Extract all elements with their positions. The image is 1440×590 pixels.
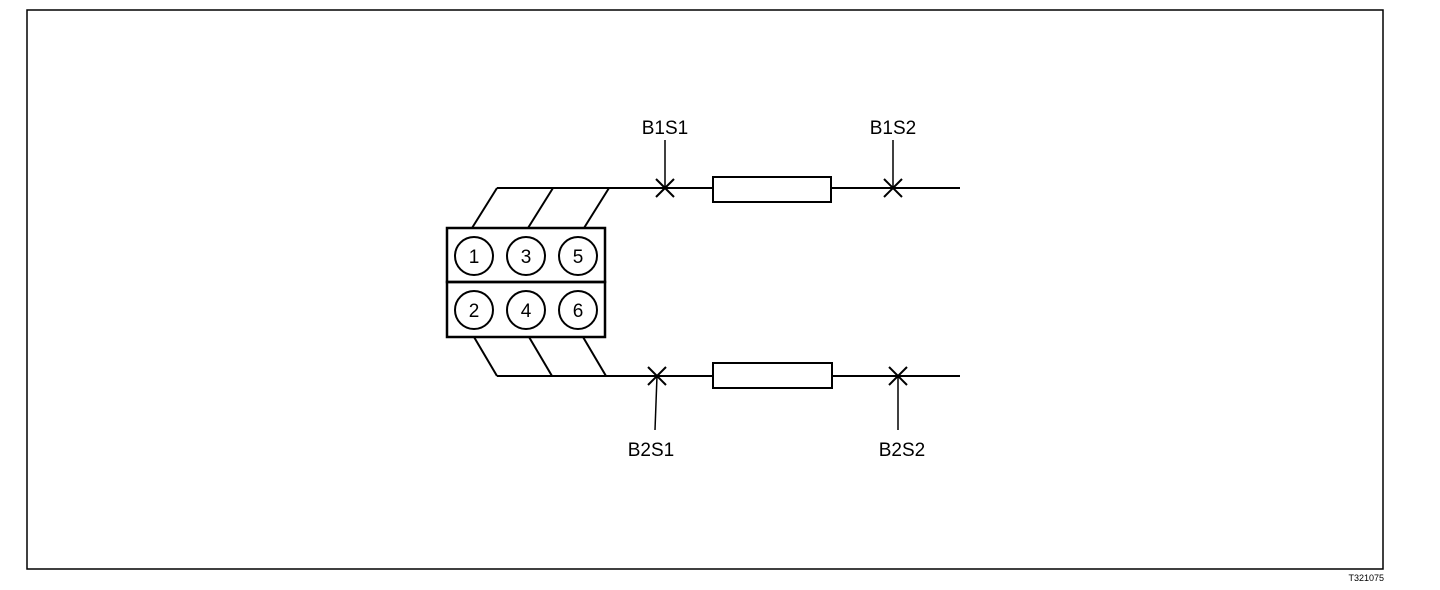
sensor-b1s2-label: B1S2: [870, 118, 916, 139]
sensor-b2s2: B2S2: [879, 366, 925, 461]
sensor-b2s1: B2S1: [628, 366, 674, 461]
sensor-b1s1: B1S1: [642, 118, 688, 198]
engine-block: 1 3 5 2 4 6: [445, 226, 607, 339]
cylinder-5: 5: [558, 236, 598, 276]
sensor-b2s1-label: B2S1: [628, 440, 674, 461]
sensor-b2s1-leader: [654, 375, 658, 431]
bank-1-catalytic-converter: [712, 176, 832, 203]
cylinder-6: 6: [558, 290, 598, 330]
sensor-b1s2: B1S2: [870, 118, 916, 198]
diagram-frame: [26, 9, 1384, 570]
cylinder-4-label: 4: [521, 301, 532, 322]
cylinder-3-label: 3: [521, 247, 532, 268]
cylinder-1-label: 1: [469, 247, 480, 268]
bank-2-manifold: [473, 336, 607, 377]
bank-2-block: [445, 280, 607, 339]
sensor-b1s1-label: B1S1: [642, 118, 688, 139]
bank-2-catalytic-converter: [712, 362, 833, 389]
sensor-b2s2-label: B2S2: [879, 440, 925, 461]
cylinder-6-label: 6: [573, 301, 584, 322]
cylinder-1: 1: [454, 236, 494, 276]
cylinder-2: 2: [454, 290, 494, 330]
cylinder-2-label: 2: [469, 301, 480, 322]
bank-1-manifold: [471, 187, 610, 229]
cylinder-4: 4: [506, 290, 546, 330]
figure-reference-code: T321075: [1348, 573, 1384, 583]
cylinder-5-label: 5: [573, 247, 584, 268]
cylinder-3: 3: [506, 236, 546, 276]
